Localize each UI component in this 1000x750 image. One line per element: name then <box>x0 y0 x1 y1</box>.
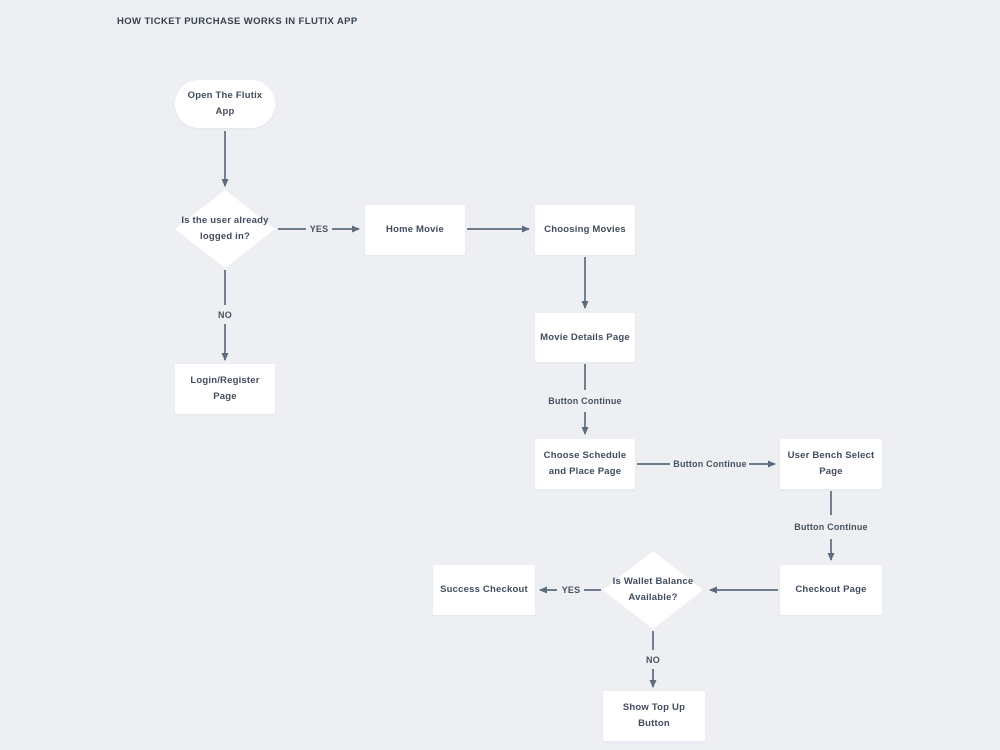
node-movie-details-page: Movie Details Page <box>535 313 635 362</box>
node-show-top-up-button: Show Top Up Button <box>603 691 705 741</box>
node-label: Is the user already logged in? <box>181 215 269 242</box>
node-label: Home Movie <box>386 224 444 235</box>
node-label: User Bench Select Page <box>787 450 875 477</box>
edge-label-yes-wallet: YES <box>561 585 581 595</box>
edge-label-button-continue-2: Button Continue <box>673 459 747 469</box>
node-label: Choosing Movies <box>544 224 626 235</box>
node-login-register-page: Login/Register Page <box>175 364 275 414</box>
node-label: Movie Details Page <box>540 331 630 343</box>
edge-label-button-continue-3: Button Continue <box>794 522 868 532</box>
node-label: Is Wallet Balance Available? <box>612 576 694 603</box>
node-label: Show Top Up Button <box>622 702 686 729</box>
edge-label-yes-login: YES <box>309 224 329 234</box>
diagram-title: HOW TICKET PURCHASE WORKS IN FLUTIX APP <box>117 16 358 27</box>
node-choose-schedule-place-page: Choose Schedule and Place Page <box>535 439 635 489</box>
node-decision-logged-in: Is the user already logged in? <box>175 190 275 268</box>
node-success-checkout: Success Checkout <box>433 565 535 615</box>
node-label: Open The Flutix App <box>187 90 263 117</box>
node-label: Login/Register Page <box>190 375 260 402</box>
node-label: Success Checkout <box>440 584 528 595</box>
edge-label-no-wallet: NO <box>646 655 660 665</box>
node-label: Checkout Page <box>795 584 867 595</box>
node-open-flutix-app: Open The Flutix App <box>175 80 275 128</box>
node-home-movie: Home Movie <box>365 205 465 255</box>
node-label: Choose Schedule and Place Page <box>543 450 627 477</box>
node-decision-wallet-balance: Is Wallet Balance Available? <box>603 551 703 629</box>
edge-label-button-continue-1: Button Continue <box>548 396 622 406</box>
edge-label-no-login: NO <box>218 310 232 320</box>
node-user-bench-select-page: User Bench Select Page <box>780 439 882 489</box>
node-checkout-page: Checkout Page <box>780 565 882 615</box>
node-choosing-movies: Choosing Movies <box>535 205 635 255</box>
